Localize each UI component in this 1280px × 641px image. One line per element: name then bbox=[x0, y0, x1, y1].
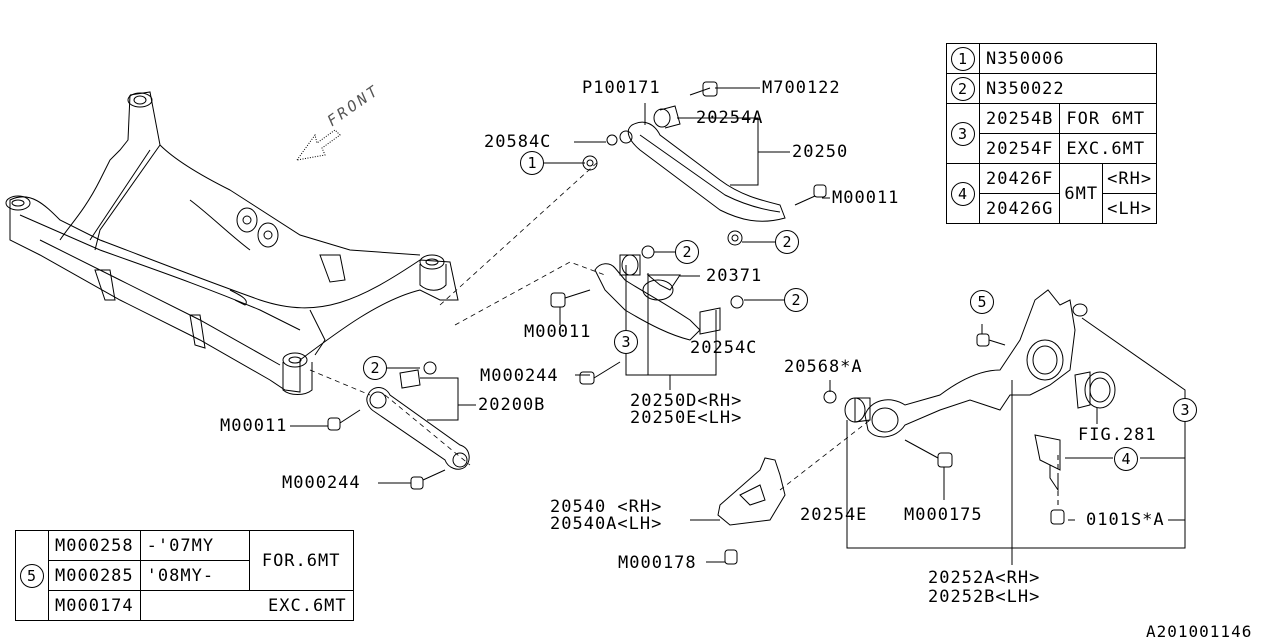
part-label-fig281[interactable]: FIG.281 bbox=[1078, 425, 1157, 445]
mounting-guide-lines bbox=[309, 159, 871, 491]
diagram-reference-id: A201001146 bbox=[1146, 622, 1253, 641]
part-label-20371[interactable]: 20371 bbox=[706, 266, 763, 286]
callout-3-knuckle[interactable]: 3 bbox=[1173, 398, 1197, 422]
part-label-m00011-low[interactable]: M00011 bbox=[220, 416, 288, 436]
legend-side: <LH> bbox=[1102, 193, 1158, 224]
part-label-20254c[interactable]: 20254C bbox=[690, 338, 758, 358]
callout-3-lower-arm[interactable]: 3 bbox=[614, 330, 638, 354]
legend-row-4a: 4 20426F 6MT <RH> bbox=[946, 163, 1158, 224]
callout-5[interactable]: 5 bbox=[970, 290, 994, 314]
legend-part[interactable]: M000258 bbox=[48, 530, 141, 561]
legend-note-exc: EXC.6MT bbox=[139, 590, 354, 621]
legend-ref-4: 4 bbox=[951, 181, 975, 206]
part-label-m00011-top[interactable]: M00011 bbox=[832, 188, 900, 208]
part-label-20540[interactable]: 20540 <RH> bbox=[550, 497, 663, 517]
part-label-20200b[interactable]: 20200B bbox=[478, 395, 546, 415]
legend-note: EXC.6MT bbox=[1059, 133, 1158, 164]
part-label-m700122[interactable]: M700122 bbox=[762, 78, 841, 98]
legend-years: -'07MY bbox=[139, 530, 250, 561]
legend-part[interactable]: 20254F bbox=[978, 133, 1061, 164]
part-label-p100171[interactable]: P100171 bbox=[582, 78, 661, 98]
legend-row-3a: 3 20254B FOR 6MT bbox=[946, 103, 1158, 164]
part-label-m00011-mid[interactable]: M00011 bbox=[524, 322, 592, 342]
lateral-link-20200b bbox=[327, 361, 470, 490]
part-label-m000244-low[interactable]: M000244 bbox=[282, 473, 361, 493]
legend-left-row-1: 5 M000258 -'07MY FOR.6MT bbox=[15, 530, 354, 621]
legend-row-4b: 20426G <LH> bbox=[947, 193, 1158, 224]
legend-side: <RH> bbox=[1102, 163, 1158, 194]
legend-ref-5: 5 bbox=[20, 563, 44, 588]
rear-subframe bbox=[5, 91, 459, 395]
part-label-20252b[interactable]: 20252B<LH> bbox=[928, 587, 1041, 607]
legend-row-1: 1 N350006 bbox=[946, 43, 1158, 74]
leader-lines bbox=[290, 87, 1186, 565]
legend-group-note: 6MT bbox=[1059, 163, 1104, 224]
part-label-20250[interactable]: 20250 bbox=[792, 142, 849, 162]
rear-knuckle-20252 bbox=[823, 289, 1116, 525]
part-label-20568a[interactable]: 20568*A bbox=[784, 357, 863, 377]
legend-years: '08MY- bbox=[139, 560, 250, 591]
legend-part[interactable]: N350022 bbox=[978, 73, 1158, 104]
legend-part[interactable]: 20426G bbox=[978, 193, 1061, 224]
part-label-20254e[interactable]: 20254E bbox=[800, 505, 868, 525]
callout-2-bushing[interactable]: 2 bbox=[784, 288, 808, 312]
part-label-20584c[interactable]: 20584C bbox=[484, 132, 552, 152]
front-arrow bbox=[295, 129, 341, 161]
lower-arm-20250d bbox=[550, 245, 744, 385]
legend-table-right: 1 N350006 2 N350022 3 20254B FOR 6MT 202… bbox=[946, 43, 1158, 224]
part-label-20252a[interactable]: 20252A<RH> bbox=[928, 568, 1041, 588]
legend-part[interactable]: M000285 bbox=[48, 560, 141, 591]
part-label-20250e[interactable]: 20250E<LH> bbox=[630, 408, 743, 428]
upper-arm-20250 bbox=[582, 81, 827, 246]
legend-part[interactable]: N350006 bbox=[978, 43, 1158, 74]
legend-part[interactable]: 20426F bbox=[978, 163, 1061, 194]
legend-ref-1: 1 bbox=[951, 46, 975, 71]
part-label-20540a[interactable]: 20540A<LH> bbox=[550, 514, 663, 534]
legend-ref-3: 3 bbox=[951, 121, 975, 146]
legend-note-for: FOR.6MT bbox=[248, 530, 354, 591]
callout-4[interactable]: 4 bbox=[1114, 447, 1138, 471]
bracket-20540 bbox=[717, 457, 786, 565]
part-label-20250d[interactable]: 20250D<RH> bbox=[630, 391, 743, 411]
callout-2-lower-arm[interactable]: 2 bbox=[675, 240, 699, 264]
part-label-20254a[interactable]: 20254A bbox=[696, 108, 764, 128]
legend-table-left: 5 M000258 -'07MY FOR.6MT M000285 '08MY- … bbox=[15, 530, 354, 621]
legend-part[interactable]: M000174 bbox=[48, 590, 141, 621]
part-label-0101s-a[interactable]: 0101S*A bbox=[1086, 510, 1165, 530]
callout-2-upper[interactable]: 2 bbox=[775, 230, 799, 254]
legend-part[interactable]: 20254B bbox=[978, 103, 1061, 134]
legend-row-2: 2 N350022 bbox=[946, 73, 1158, 104]
legend-left-row-3: M000174 EXC.6MT bbox=[16, 590, 354, 621]
callout-2-link[interactable]: 2 bbox=[363, 356, 387, 380]
callout-1[interactable]: 1 bbox=[520, 151, 544, 175]
part-label-m000178[interactable]: M000178 bbox=[618, 553, 697, 573]
legend-ref-2: 2 bbox=[951, 76, 975, 101]
legend-row-3b: 20254F EXC.6MT bbox=[947, 133, 1158, 164]
part-label-m000244-mid[interactable]: M000244 bbox=[480, 366, 559, 386]
legend-note: FOR 6MT bbox=[1059, 103, 1158, 134]
part-label-m000175[interactable]: M000175 bbox=[904, 505, 983, 525]
